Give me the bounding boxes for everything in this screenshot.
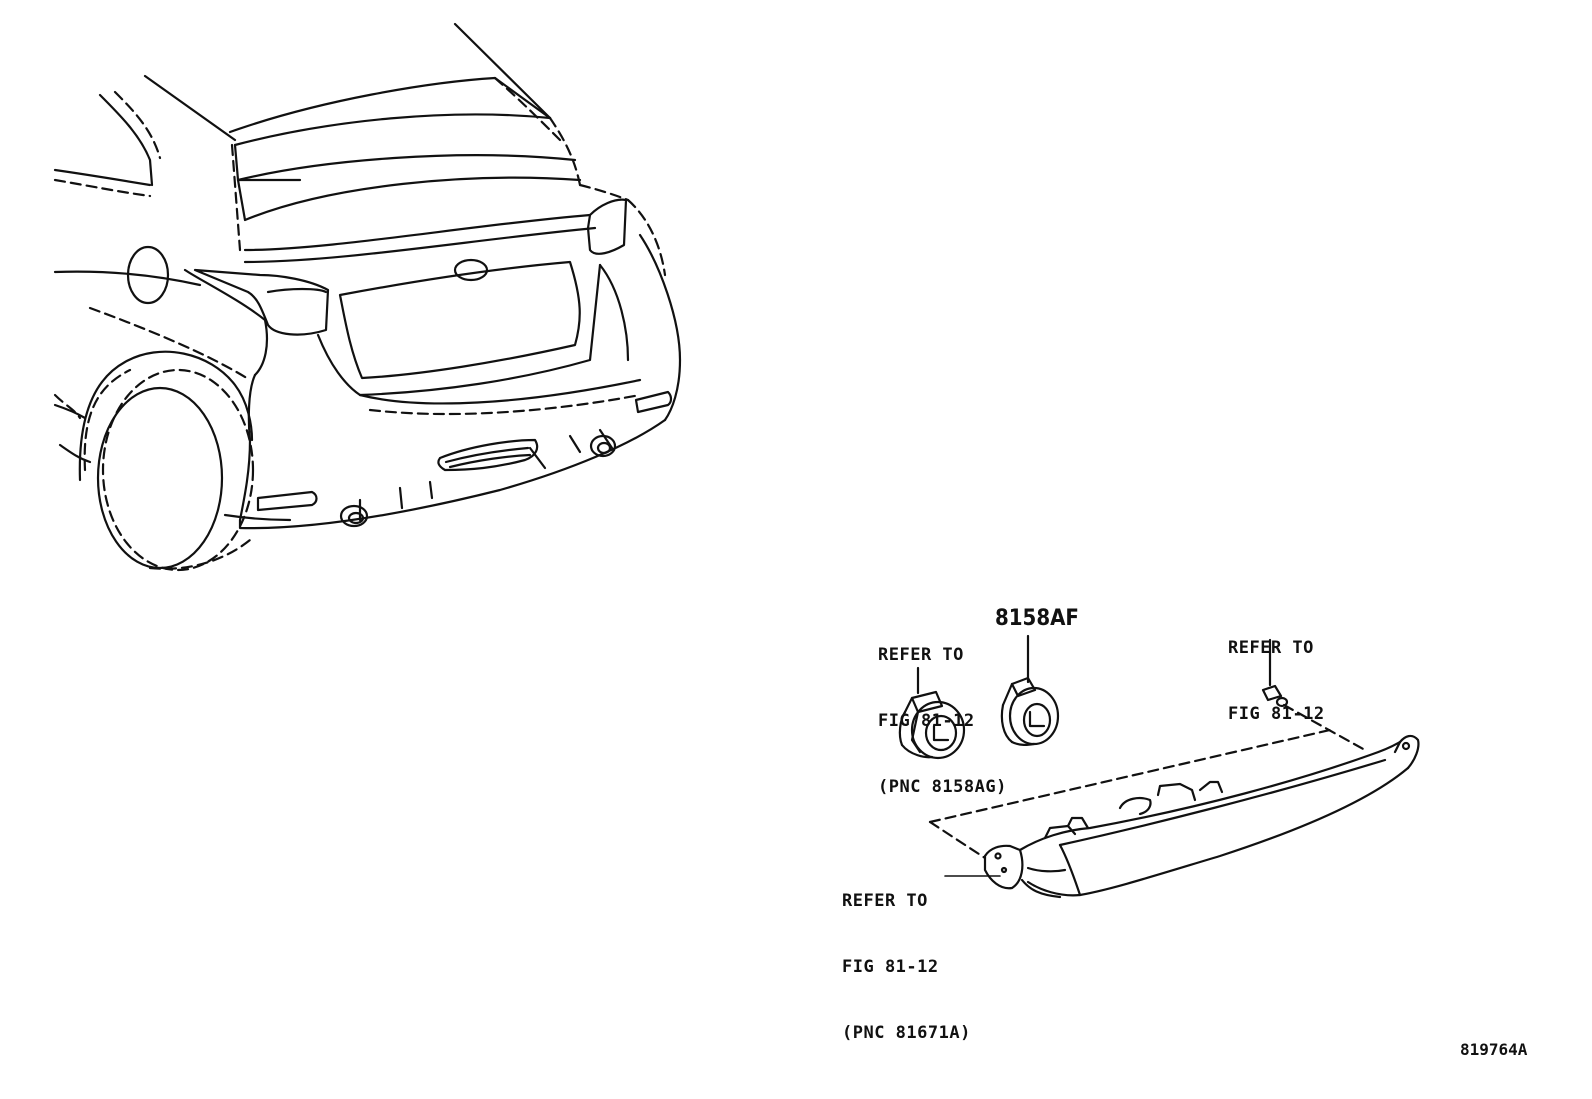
alignment-lines xyxy=(928,703,1367,860)
callout-line-refer-to: REFER TO xyxy=(878,645,964,665)
callout-line-refer-to: REFER TO xyxy=(842,891,928,911)
callout-line-pnc: (PNC 8158AG) xyxy=(878,777,1007,797)
callout-line-refer-to: REFER TO xyxy=(1228,638,1314,658)
figure-code: 819764A xyxy=(1460,1040,1528,1059)
callout-line-fig: FIG 81-12 xyxy=(1228,704,1325,724)
bulb-socket-8158ag xyxy=(898,666,966,760)
callout-lamp-ref: REFER TO FIG 81-12 (PNC 81671A) xyxy=(842,846,971,1066)
screw-part xyxy=(1261,638,1289,708)
vehicle-outline xyxy=(53,22,682,572)
bulb-8158af xyxy=(1000,634,1060,746)
callout-line-pnc: (PNC 81671A) xyxy=(842,1023,971,1043)
callout-part-number: 8158AF xyxy=(995,606,1079,631)
callout-screw-ref: REFER TO FIG 81-12 xyxy=(1228,593,1325,747)
callout-line-fig: FIG 81-12 xyxy=(878,711,975,731)
rear-lamp-assembly xyxy=(983,734,1420,899)
callout-line-fig: FIG 81-12 xyxy=(842,957,939,977)
callout-bulb-socket-ref: REFER TO FIG 81-12 (PNC 8158AG) xyxy=(878,600,1007,820)
